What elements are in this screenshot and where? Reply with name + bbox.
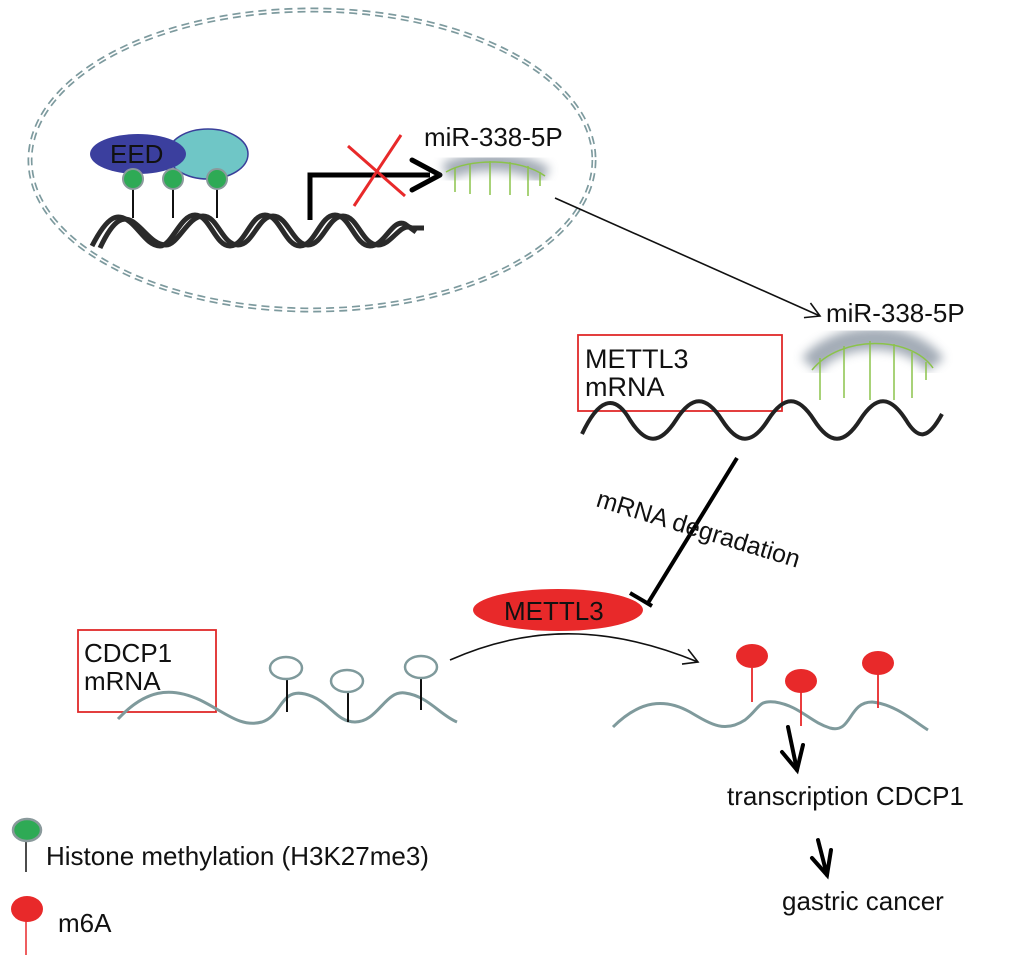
methylation-arrow — [449, 633, 700, 665]
cdcp1-mrna-box — [77, 629, 217, 713]
block-x-icon — [347, 134, 406, 207]
mettl3-mrna-strand — [580, 399, 944, 441]
empty-site-icon — [403, 654, 439, 680]
cdcp1-mrna-strand — [116, 690, 458, 725]
mettl3-enzyme-label: METTL3 — [504, 596, 604, 626]
eed-protein — [90, 134, 186, 174]
eed-label: EED — [110, 139, 163, 169]
dna-helix — [89, 212, 424, 250]
downstream-arrow-1 — [780, 725, 805, 775]
mettl3-enzyme — [473, 589, 643, 631]
empty-site-icon — [329, 668, 365, 694]
inhibition-arrow — [628, 456, 739, 608]
export-arrow — [554, 197, 822, 319]
empty-site-icon — [268, 655, 304, 681]
histone-marks — [122, 168, 228, 218]
m6a-mark-icon — [862, 651, 894, 675]
histone-mark-icon — [206, 168, 228, 190]
mettl3-box-line1: METTL3 — [585, 344, 689, 374]
downstream-arrow-2 — [810, 838, 833, 880]
m6a-sites — [736, 644, 894, 726]
legend-histone-icon — [11, 817, 43, 843]
outcome-transcription: transcription CDCP1 — [727, 781, 964, 811]
legend-m6a-icon — [11, 896, 43, 922]
m6a-mark-icon — [736, 644, 768, 668]
legend: Histone methylation (H3K27me3) m6A — [11, 817, 429, 955]
nucleus-boundary — [27, 7, 597, 313]
histone-mark-icon — [122, 168, 144, 190]
unmodified-sites — [268, 654, 439, 722]
legend-m6a-label: m6A — [58, 908, 112, 938]
inhibition-label: mRNA degradation — [593, 485, 803, 574]
nuclear-mirna-label: miR-338-5P — [424, 122, 563, 152]
cdcp1-box-line1: CDCP1 — [84, 638, 172, 668]
modified-mrna-strand — [611, 700, 929, 732]
mirna-icon — [441, 152, 551, 196]
mettl3-box-line2: mRNA — [585, 372, 665, 402]
outcome-gastric-cancer: gastric cancer — [782, 886, 944, 916]
promoter-arrow — [307, 157, 443, 220]
cytoplasmic-mirna-icon — [801, 327, 944, 400]
cytoplasmic-mirna-label: miR-338-5P — [826, 298, 965, 328]
legend-histone-label: Histone methylation (H3K27me3) — [46, 841, 429, 871]
mettl3-mrna-box — [577, 334, 783, 412]
cdcp1-box-line2: mRNA — [84, 666, 161, 696]
m6a-mark-icon — [785, 669, 817, 693]
histone-mark-icon — [162, 168, 184, 190]
